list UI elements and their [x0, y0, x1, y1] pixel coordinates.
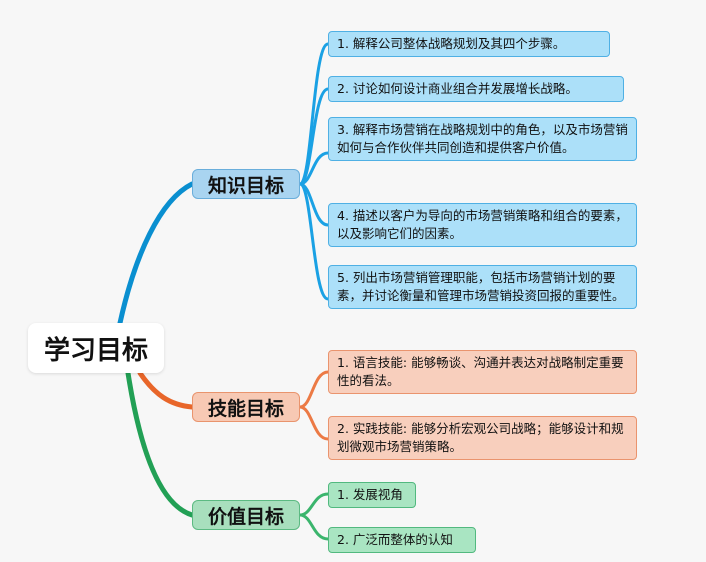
value-item-1[interactable]: 1. 发展视角 [328, 482, 416, 508]
root-to-skill-line [137, 370, 195, 410]
knowledge-item-1[interactable]: 1. 解释公司整体战略规划及其四个步骤。 [328, 31, 610, 57]
root-to-knowledge-line [117, 181, 195, 326]
branch-knowledge[interactable]: 知识目标 [192, 169, 300, 199]
knowledge-item-5[interactable]: 5. 列出市场营销管理职能，包括市场营销计划的要素，并讨论衡量和管理市场营销投资… [328, 265, 637, 309]
skill-item-1[interactable]: 1. 语言技能: 能够畅谈、沟通并表达对战略制定重要性的看法。 [328, 350, 637, 394]
root-topic[interactable]: 学习目标 [28, 323, 164, 373]
knowledge-item-3[interactable]: 3. 解释市场营销在战略规划中的角色，以及市场营销如何与合作伙伴共同创造和提供客… [328, 117, 637, 161]
value-item-2[interactable]: 2. 广泛而整体的认知 [328, 527, 476, 553]
branch-skill[interactable]: 技能目标 [192, 392, 300, 422]
skill-item-2[interactable]: 2. 实践技能: 能够分析宏观公司战略；能够设计和规划微观市场营销策略。 [328, 416, 637, 460]
root-to-value-line [125, 370, 195, 518]
branch-value[interactable]: 价值目标 [192, 500, 300, 530]
knowledge-item-4[interactable]: 4. 描述以客户为导向的市场营销策略和组合的要素，以及影响它们的因素。 [328, 203, 637, 247]
knowledge-item-2[interactable]: 2. 讨论如何设计商业组合并发展增长战略。 [328, 76, 624, 102]
